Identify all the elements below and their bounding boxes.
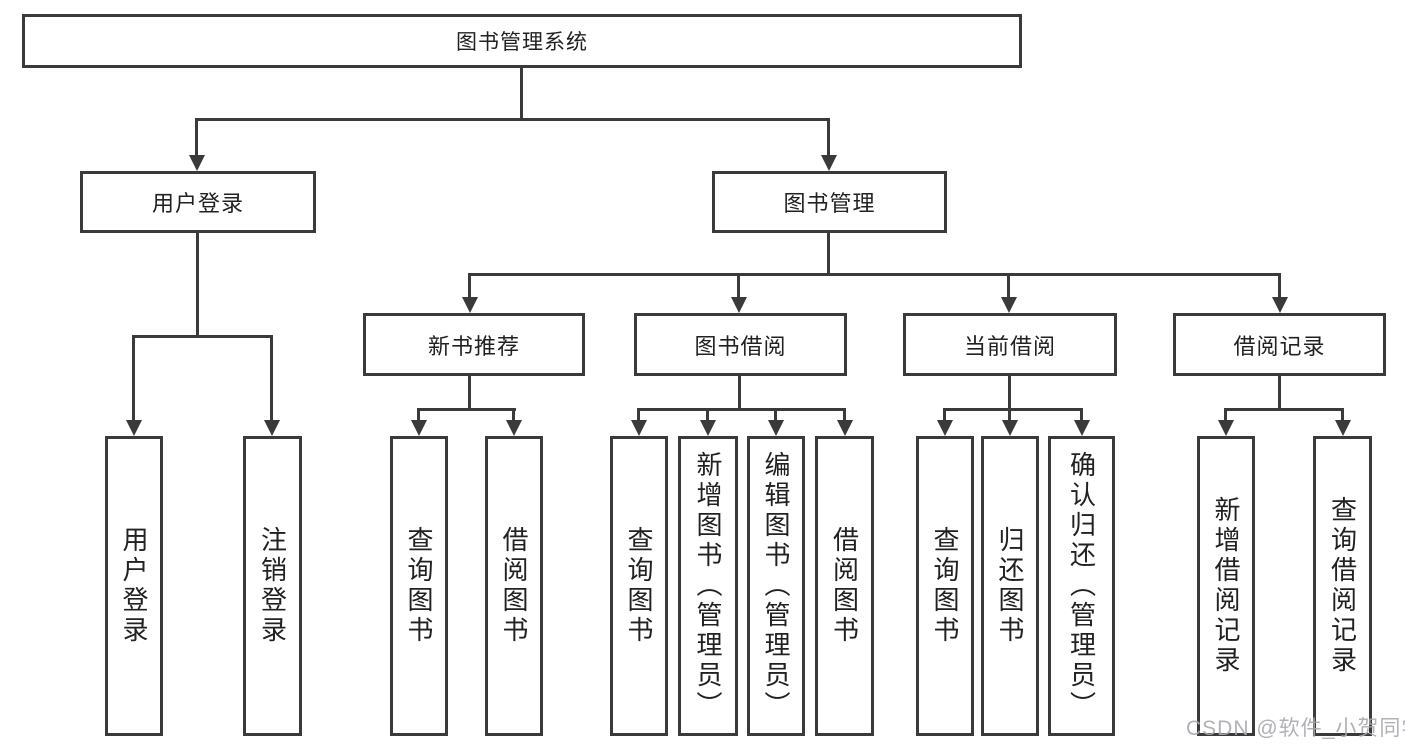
arrow-to-book-borrow	[730, 273, 747, 313]
leaf-borrow-query-books-label: 查询图书	[624, 526, 654, 646]
leaf-logout-label: 注销登录	[257, 526, 288, 646]
connector-book-mgmt-stem	[827, 232, 830, 275]
leaf-recommend-query-books-label: 查询图书	[404, 526, 434, 646]
arrow-to-user-login	[188, 118, 205, 171]
csdn-watermark: CSDN @软件_小贺同学	[1186, 717, 1405, 740]
leaf-recommend-query-books: 查询图书	[390, 436, 448, 736]
arrow-to-new-book-recommend	[461, 273, 478, 313]
leaf-current-query-books: 查询图书	[916, 436, 974, 736]
leaf-add-borrow-record-label: 新增借阅记录	[1211, 496, 1241, 676]
arrow-current-leaf-3	[1073, 408, 1090, 436]
leaf-recommend-borrow-books: 借阅图书	[485, 436, 543, 736]
arrow-to-current-borrow	[1000, 273, 1017, 313]
connector-current-stem	[1008, 374, 1011, 411]
arrow-borrow-leaf-3	[767, 408, 784, 436]
arrow-records-leaf-2	[1334, 408, 1351, 436]
arrow-borrow-leaf-2	[699, 408, 716, 436]
connector-user-login-hbar	[132, 335, 273, 338]
node-book-management: 图书管理	[712, 171, 947, 233]
node-user-login-label: 用户登录	[151, 191, 244, 216]
connector-level2-hbar	[195, 118, 830, 121]
node-book-borrow-label: 图书借阅	[694, 333, 787, 359]
node-book-borrow: 图书借阅	[634, 313, 847, 376]
connector-recommend-hbar	[417, 408, 516, 411]
connector-records-hbar	[1224, 408, 1344, 411]
connector-user-login-stem	[196, 232, 199, 336]
leaf-user-login: 用户登录	[105, 436, 163, 736]
node-root: 图书管理系统	[22, 14, 1022, 68]
node-book-management-label: 图书管理	[783, 191, 876, 216]
arrow-to-leaf-user-login	[125, 335, 142, 436]
arrow-borrow-leaf-1	[630, 408, 647, 436]
leaf-query-borrow-record-label: 查询借阅记录	[1327, 496, 1358, 676]
leaf-add-borrow-record: 新增借阅记录	[1197, 436, 1255, 736]
connector-records-stem	[1278, 374, 1281, 411]
leaf-current-query-books-label: 查询图书	[930, 526, 960, 646]
connector-current-hbar	[943, 408, 1083, 411]
connector-borrow-stem	[738, 374, 741, 411]
arrow-current-leaf-1	[936, 408, 953, 436]
arrow-records-leaf-1	[1217, 408, 1234, 436]
leaf-borrow-query-books: 查询图书	[610, 436, 668, 736]
arrow-borrow-leaf-4	[836, 408, 853, 436]
node-new-book-recommend-label: 新书推荐	[427, 333, 520, 359]
connector-level3-hbar	[468, 273, 1281, 276]
node-new-book-recommend: 新书推荐	[363, 313, 585, 376]
leaf-confirm-return-admin: 确认归还（管理员）	[1048, 436, 1115, 736]
leaf-borrow-books-label: 借阅图书	[829, 526, 860, 646]
arrow-to-book-management	[820, 118, 837, 171]
leaf-query-borrow-record: 查询借阅记录	[1313, 436, 1372, 736]
leaf-recommend-borrow-books-label: 借阅图书	[499, 526, 529, 646]
leaf-edit-books-admin-label: 编辑图书（管理员）	[761, 451, 791, 721]
leaf-logout: 注销登录	[243, 436, 302, 736]
connector-recommend-stem	[468, 374, 471, 411]
leaf-add-books-admin-label: 新增图书（管理员）	[693, 451, 723, 721]
leaf-return-books: 归还图书	[981, 436, 1039, 736]
node-current-borrow: 当前借阅	[903, 313, 1117, 376]
connector-root-stem	[520, 67, 523, 120]
node-borrow-records: 借阅记录	[1173, 313, 1386, 376]
arrow-recommend-leaf-1	[410, 408, 427, 436]
arrow-recommend-leaf-2	[505, 408, 522, 436]
node-current-borrow-label: 当前借阅	[963, 333, 1056, 359]
arrow-to-borrow-records	[1271, 273, 1288, 313]
node-borrow-records-label: 借阅记录	[1233, 333, 1326, 359]
connector-borrow-hbar	[637, 408, 846, 411]
leaf-user-login-label: 用户登录	[119, 526, 149, 646]
node-root-label: 图书管理系统	[456, 31, 588, 54]
arrow-to-leaf-logout	[263, 335, 280, 436]
arrow-current-leaf-2	[1001, 408, 1018, 436]
node-user-login: 用户登录	[80, 171, 316, 233]
leaf-edit-books-admin: 编辑图书（管理员）	[747, 436, 805, 736]
leaf-borrow-books: 借阅图书	[815, 436, 874, 736]
leaf-confirm-return-admin-label: 确认归还（管理员）	[1066, 451, 1097, 721]
leaf-return-books-label: 归还图书	[995, 526, 1025, 646]
leaf-add-books-admin: 新增图书（管理员）	[678, 436, 738, 736]
